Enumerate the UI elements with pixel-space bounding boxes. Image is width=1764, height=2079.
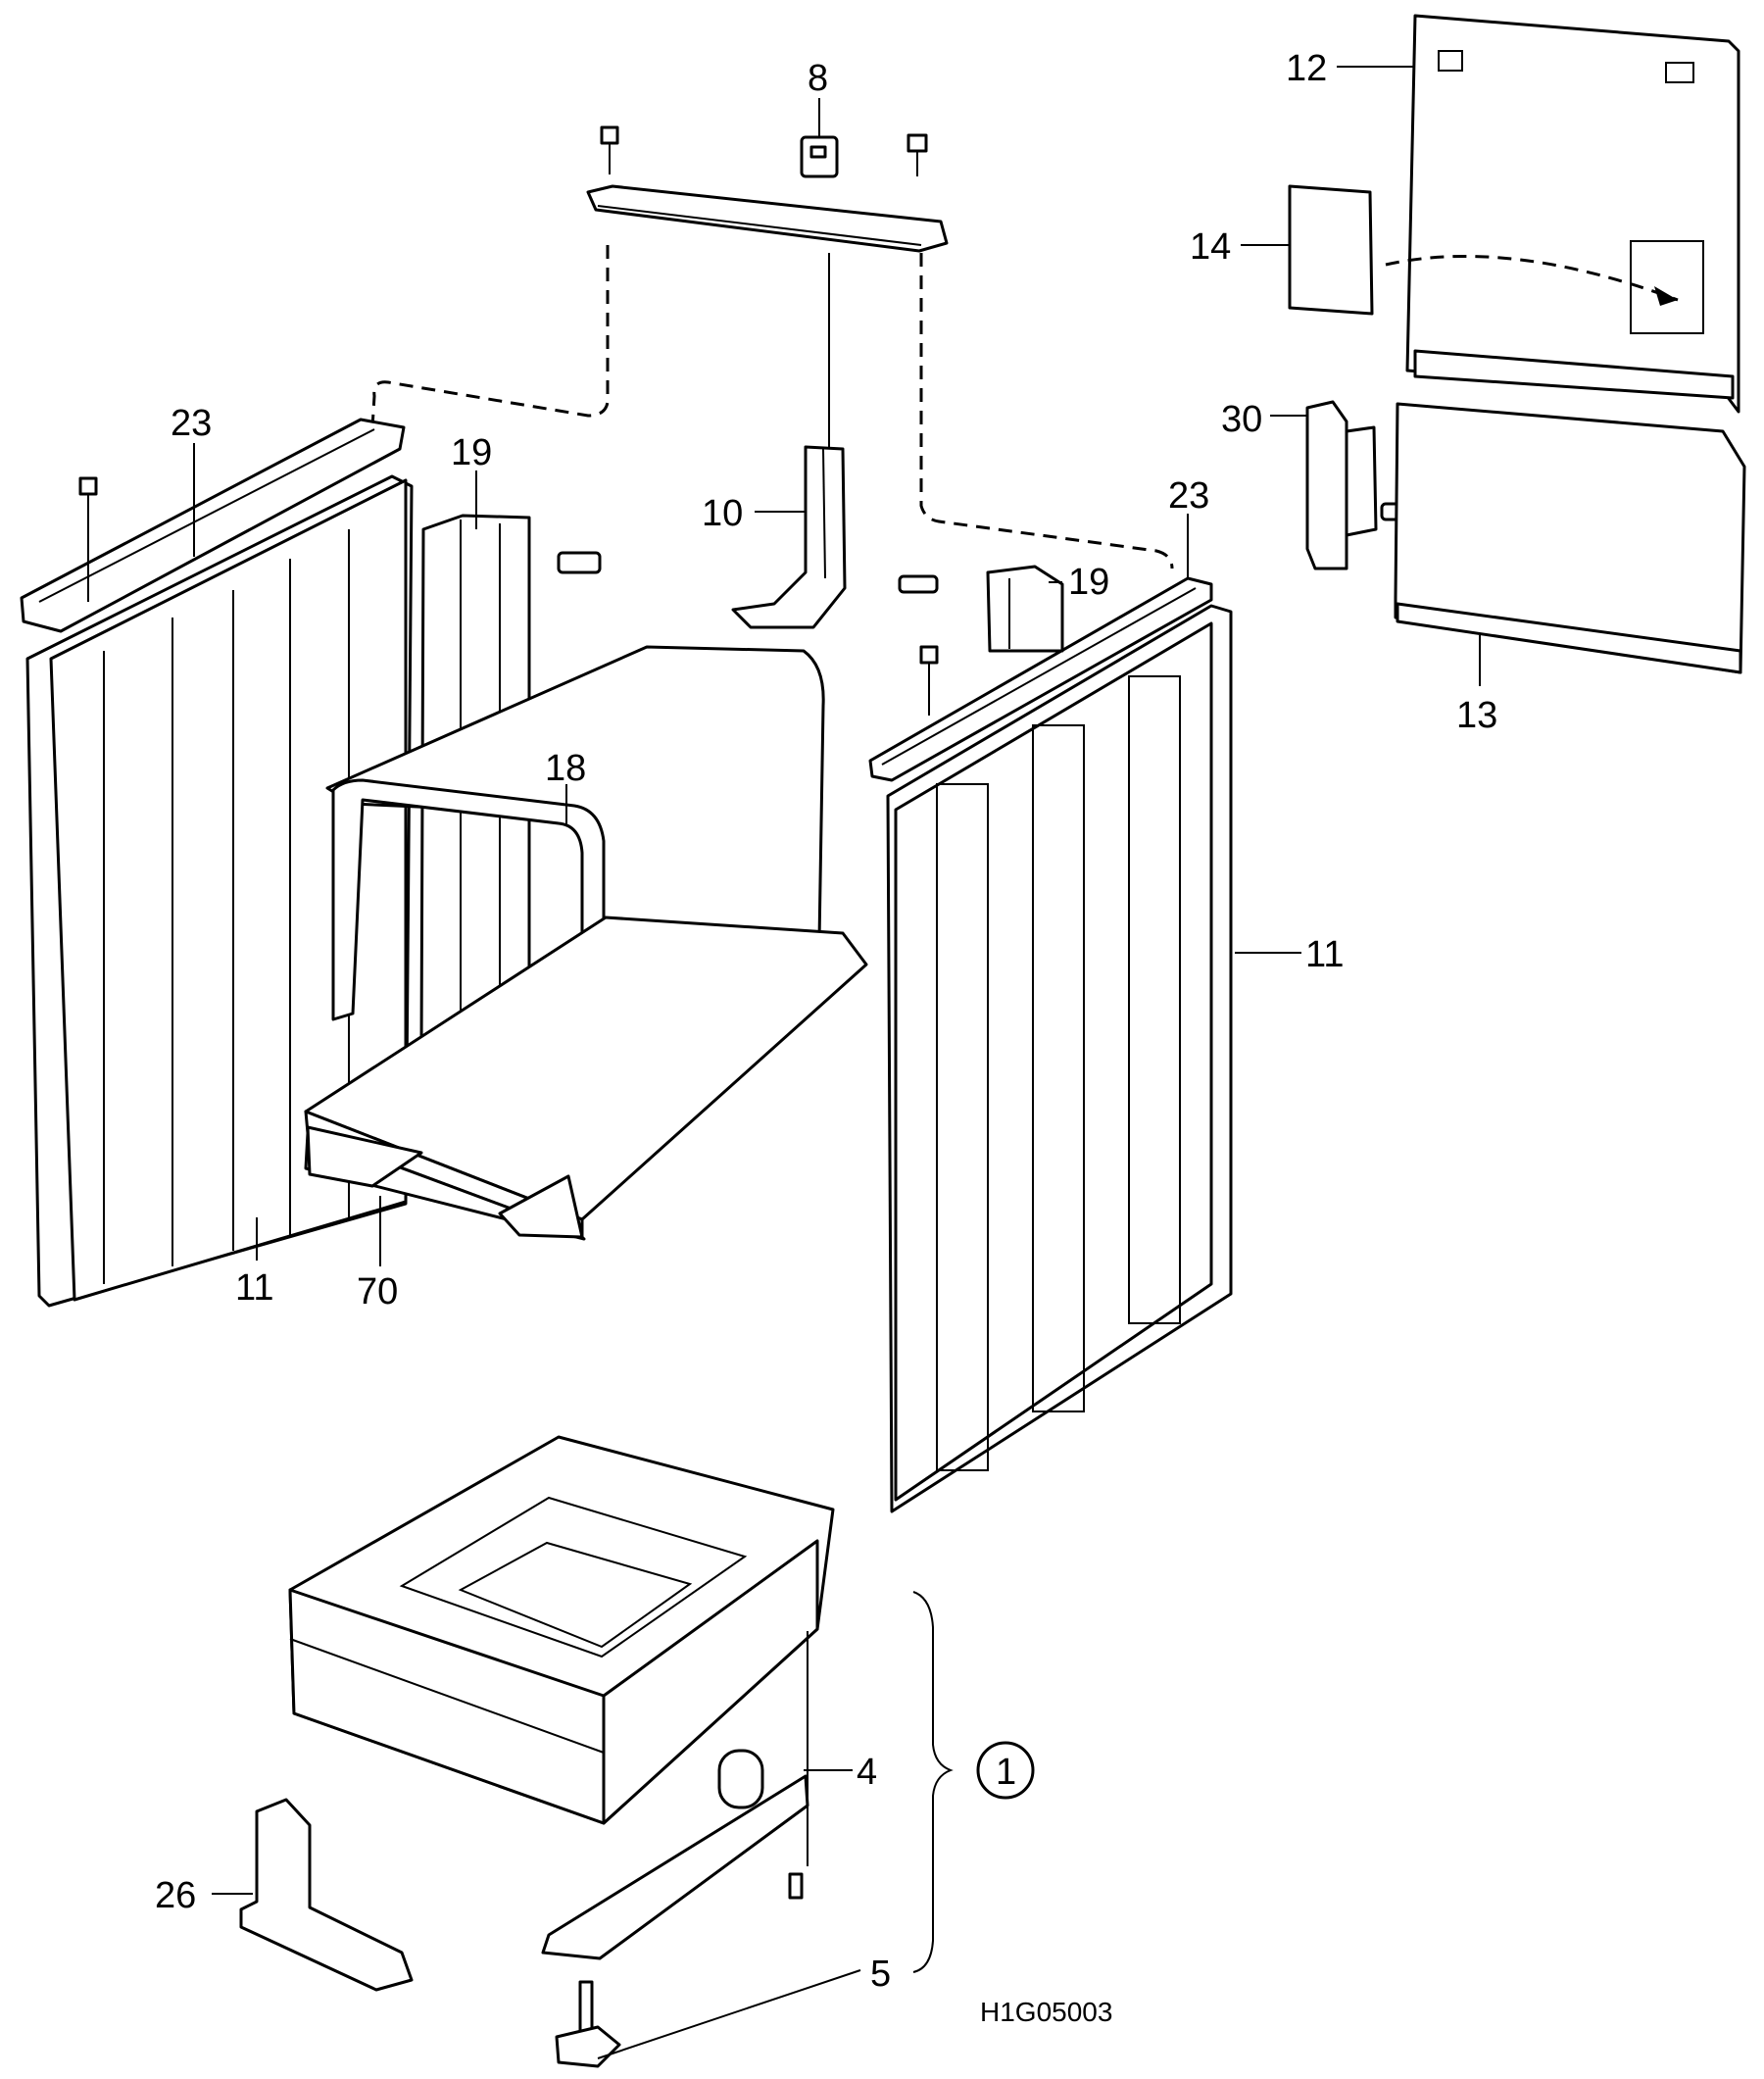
drawing-code: H1G05003 [980, 1997, 1112, 2027]
arrow-head [1654, 286, 1678, 306]
callout-10: 10 [702, 493, 743, 534]
callout-12: 12 [1286, 48, 1327, 89]
part-12-back-panel [1405, 14, 1740, 414]
group-circle [976, 1741, 1035, 1800]
part-26-bracket [239, 1798, 414, 1992]
group-brace [912, 1591, 954, 1973]
callout-13: 13 [1456, 695, 1497, 736]
group-label: 1 [996, 1752, 1016, 1793]
callout-11-left: 11 [235, 1267, 273, 1309]
callout-11-right: 11 [1305, 934, 1344, 975]
callout-19-right: 19 [1068, 562, 1109, 603]
callout-70: 70 [357, 1271, 398, 1312]
callout-5: 5 [870, 1954, 891, 1995]
callout-18: 18 [545, 748, 586, 789]
callout-30: 30 [1221, 399, 1262, 440]
callout-8: 8 [808, 58, 828, 99]
part-8-clip [800, 135, 839, 178]
callout-19-left: 19 [451, 432, 492, 473]
base-housing [288, 1435, 835, 1825]
callout-26: 26 [155, 1875, 196, 1916]
top-bracket [586, 125, 949, 253]
part-23-left-rail [20, 418, 406, 633]
part-30-connector [1305, 400, 1413, 570]
leader-lines [193, 66, 1481, 2059]
part-11-right-panel [886, 604, 1233, 1513]
part-70-tray [304, 916, 868, 1241]
callout-4: 4 [857, 1752, 877, 1793]
part-19-right-post [986, 565, 1064, 653]
part-14-plate [1288, 184, 1374, 316]
callout-23-left: 23 [171, 403, 212, 444]
part-4-foot-rail [541, 1749, 809, 1960]
part-10-strip [731, 445, 847, 629]
part-11-left-panel [25, 474, 414, 1308]
callout-14: 14 [1190, 226, 1231, 268]
part-13-lower-panel [1394, 402, 1746, 674]
callout-23-right: 23 [1168, 475, 1209, 517]
